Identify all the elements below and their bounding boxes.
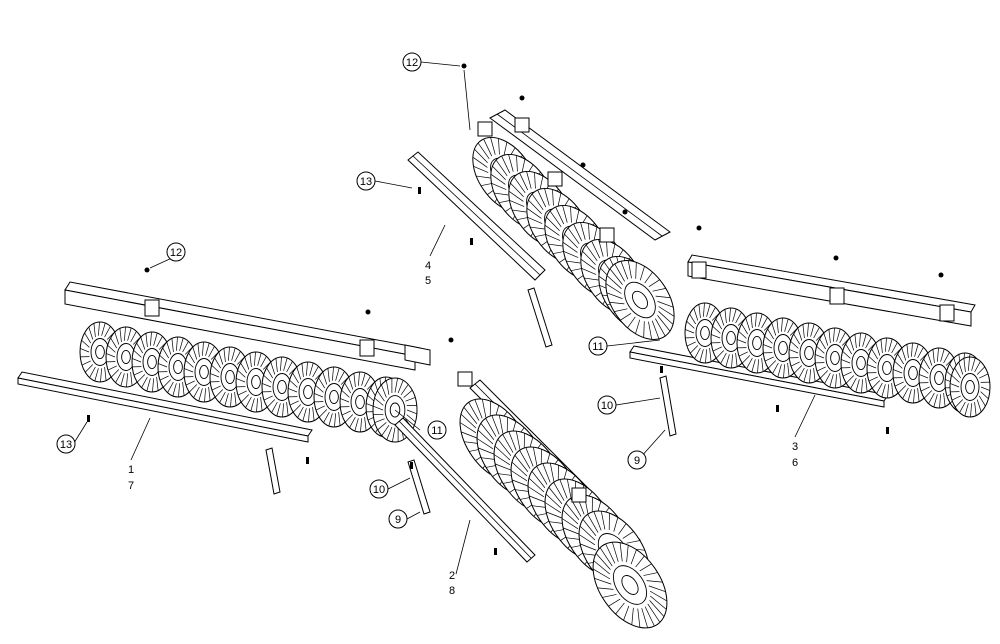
left-gang-angle-face xyxy=(17,377,309,443)
callout-c10-center: 10 xyxy=(369,479,389,499)
right-gang-bracket xyxy=(939,304,955,322)
callout-c11-right: 11 xyxy=(588,336,608,356)
callout-circle xyxy=(356,171,376,191)
bottom-gang-discs xyxy=(459,398,668,629)
right-gang-angle-face xyxy=(629,351,885,408)
nut xyxy=(833,255,839,261)
callout-c9-right: 9 xyxy=(627,450,647,470)
bolt xyxy=(494,548,497,555)
top-gang-scraper xyxy=(527,287,553,348)
callout-c13-top: 13 xyxy=(356,171,376,191)
left-gang-discs xyxy=(79,321,418,443)
callout-c12-left: 12 xyxy=(166,242,186,262)
callout-label: 12 xyxy=(406,57,418,69)
callout-c9-center: 9 xyxy=(388,509,408,529)
callout-label: 13 xyxy=(60,439,72,451)
bolt xyxy=(886,427,889,434)
part-number: 1 xyxy=(128,464,134,476)
bolt xyxy=(660,366,663,373)
nut xyxy=(622,209,628,215)
nut xyxy=(519,95,525,101)
top-gang-bracket xyxy=(599,227,615,243)
nut xyxy=(365,309,371,315)
callout-c2-8: 2 8 xyxy=(449,570,455,597)
nut xyxy=(144,267,150,273)
callout-circle xyxy=(166,242,186,262)
callout-c4-5: 4 5 xyxy=(425,260,431,287)
callout-label: 11 xyxy=(592,341,603,353)
top-gang-bracket xyxy=(547,171,563,187)
bolt xyxy=(306,457,309,464)
nut xyxy=(448,337,454,343)
bottom-gang-bracket xyxy=(457,371,473,387)
bolt xyxy=(776,405,779,412)
part-number-alt: 7 xyxy=(128,480,134,492)
serrated-disc xyxy=(949,356,991,418)
callout-c3-6: 3 6 xyxy=(792,441,798,469)
hardware-nuts-bolts xyxy=(87,63,944,555)
top-gang-assembly xyxy=(407,109,675,348)
nut xyxy=(580,162,586,168)
callout-c12-top: 12 xyxy=(402,52,422,72)
bolt xyxy=(418,187,421,194)
part-number: 4 xyxy=(425,260,431,272)
serrated-disc xyxy=(105,326,147,388)
right-gang-scraper xyxy=(659,375,677,437)
callout-circle xyxy=(402,52,422,72)
bolt xyxy=(87,415,90,422)
part-number: 3 xyxy=(792,441,798,453)
callout-label: 13 xyxy=(360,176,372,188)
bottom-gang-scraper xyxy=(407,459,431,515)
callout-label: 9 xyxy=(395,514,401,526)
callout-circle xyxy=(56,434,76,454)
callout-c1-7: 1 7 xyxy=(128,464,134,492)
nut xyxy=(461,63,467,69)
left-gang-bracket xyxy=(144,299,160,317)
part-number: 2 xyxy=(449,570,455,582)
callout-c11-center: 11 xyxy=(427,420,447,440)
left-gang-end-plate xyxy=(404,344,431,366)
callout-label: 10 xyxy=(601,400,613,412)
callout-circle xyxy=(627,450,647,470)
callout-c13-left: 13 xyxy=(56,434,76,454)
top-gang-bracket xyxy=(514,117,530,133)
callout-label: 11 xyxy=(431,425,442,437)
top-gang-discs xyxy=(472,137,675,340)
callout-circle xyxy=(588,336,608,356)
serrated-disc xyxy=(605,260,675,340)
nut xyxy=(938,272,944,278)
left-gang-assembly xyxy=(17,281,431,495)
bolt xyxy=(410,462,413,469)
part-number-alt: 5 xyxy=(425,275,431,287)
leader-lines xyxy=(73,61,816,575)
right-gang-bracket xyxy=(829,287,845,305)
serrated-disc xyxy=(592,541,668,629)
top-gang-bracket xyxy=(477,121,493,137)
right-gang-discs xyxy=(684,302,991,418)
left-gang-bracket xyxy=(359,339,375,357)
callout-circle xyxy=(427,420,447,440)
left-gang-scraper xyxy=(265,447,281,495)
right-gang-bracket xyxy=(691,261,707,279)
part-number-alt: 6 xyxy=(792,457,798,469)
nut xyxy=(696,225,702,231)
callout-circle xyxy=(388,509,408,529)
callout-label: 10 xyxy=(373,484,385,496)
bottom-gang-assembly xyxy=(394,371,668,629)
callout-label: 12 xyxy=(170,247,182,259)
callout-label: 9 xyxy=(634,455,640,467)
callout-c10-right: 10 xyxy=(597,395,617,415)
bottom-gang-bracket xyxy=(571,487,587,503)
part-number-alt: 8 xyxy=(449,585,455,597)
right-gang-assembly xyxy=(629,254,991,437)
bolt xyxy=(470,238,473,245)
callout-circle xyxy=(597,395,617,415)
callout-circle xyxy=(369,479,389,499)
